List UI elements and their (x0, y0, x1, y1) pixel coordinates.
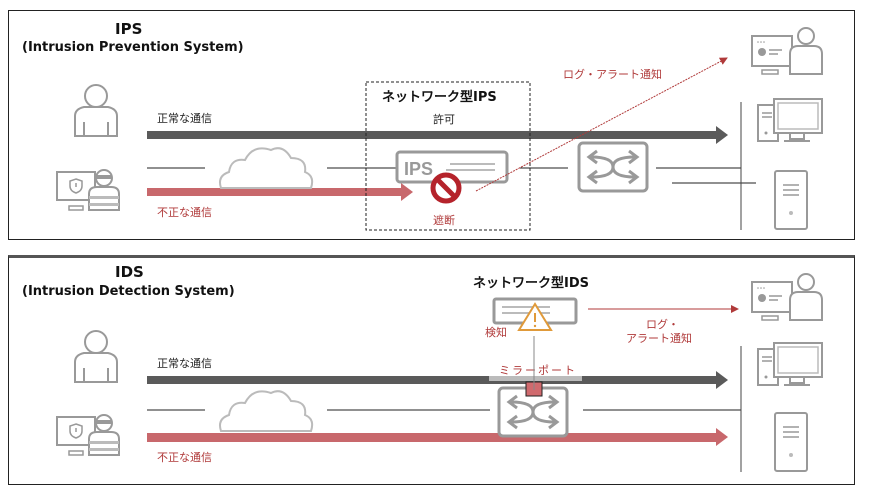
svg-text:IPS: IPS (404, 159, 433, 179)
ips-malicious-traffic-label: 不正な通信 (157, 206, 212, 219)
ips-alert-arrow (475, 57, 728, 192)
ips-block-label: 遮断 (433, 214, 455, 227)
ids-normal-traffic-arrow (147, 371, 728, 389)
ids-internet-cloud-icon (219, 390, 314, 432)
ips-subtitle: (Intrusion Prevention System) (22, 40, 244, 55)
ips-title: IPS (115, 20, 143, 38)
ids-malicious-traffic-arrow (147, 428, 728, 446)
ips-device-title: ネットワーク型IPS (382, 90, 497, 105)
ips-normal-traffic-arrow (147, 126, 728, 144)
ips-attacker-icon (56, 169, 120, 211)
ids-admin-icon (751, 273, 823, 321)
warning-icon (517, 302, 553, 331)
ids-detect-label: 検知 (485, 326, 507, 339)
ids-subtitle: (Intrusion Detection System) (22, 284, 235, 299)
ids-normal-user-icon (74, 330, 118, 383)
ids-normal-traffic-label: 正常な通信 (157, 357, 212, 370)
ids-alert-label-2: アラート通知 (626, 332, 692, 345)
ids-panel (8, 255, 855, 485)
block-icon (430, 172, 462, 204)
ids-device-title: ネットワーク型IDS (473, 276, 589, 291)
ips-malicious-traffic-arrow (147, 183, 413, 201)
ips-normal-traffic-label: 正常な通信 (157, 112, 212, 125)
ips-normal-user-icon (74, 84, 118, 137)
ips-device-box (365, 81, 531, 231)
ips-internet-cloud-icon (219, 147, 314, 189)
ids-title: IDS (115, 263, 144, 281)
ips-alert-label: ログ・アラート通知 (563, 68, 662, 81)
mirror-port-bar (489, 376, 582, 381)
ips-allow-label: 許可 (433, 113, 455, 126)
ids-alert-label-1: ログ・ (646, 318, 679, 331)
ids-desktop-icon (757, 342, 823, 386)
ips-switch-icon (577, 141, 649, 193)
ids-malicious-traffic-label: 不正な通信 (157, 451, 212, 464)
ids-attacker-icon (56, 414, 120, 456)
ips-panel (8, 10, 855, 240)
ids-mirror-port-label: ミラーポート (499, 364, 577, 377)
ids-server-icon (774, 412, 808, 472)
ips-server-icon (774, 170, 808, 230)
ips-desktop-icon (757, 98, 823, 142)
ips-admin-icon (751, 27, 823, 75)
